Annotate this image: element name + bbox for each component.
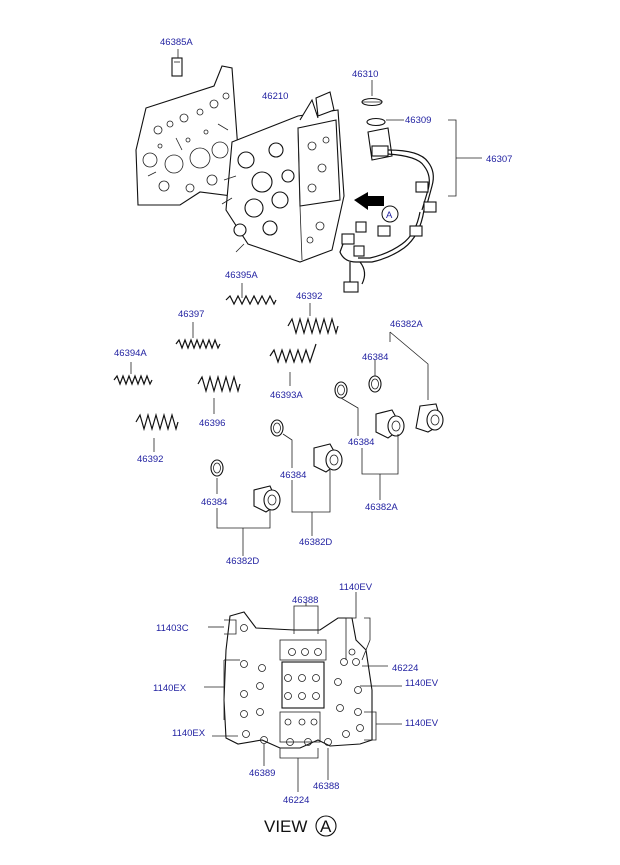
label-1140EV-mid: 1140EV bbox=[405, 678, 439, 689]
label-46309: 46309 bbox=[405, 115, 431, 126]
spring-46396 bbox=[197, 374, 241, 394]
label-46392-top: 46392 bbox=[296, 291, 322, 302]
label-46396: 46396 bbox=[199, 418, 225, 429]
label-46310: 46310 bbox=[352, 69, 378, 80]
label-46384-r2: 46384 bbox=[348, 437, 374, 448]
o-ring-part bbox=[366, 117, 386, 127]
view-a-bolt-holes bbox=[240, 624, 364, 746]
spring-46397 bbox=[175, 338, 221, 350]
piston-46382A-lower bbox=[375, 409, 405, 439]
view-caption-circle bbox=[315, 815, 337, 837]
label-46382D-mid: 46382D bbox=[299, 537, 332, 548]
piston-46382D-mid bbox=[313, 443, 343, 473]
label-46382D-left: 46382D bbox=[226, 556, 259, 567]
o-ring-46384-c bbox=[270, 419, 284, 437]
spring-46392-upper bbox=[287, 316, 339, 336]
separator-plate-gasket bbox=[135, 65, 239, 206]
label-46393A: 46393A bbox=[270, 390, 303, 401]
label-46307: 46307 bbox=[486, 154, 512, 165]
label-46385A: 46385A bbox=[160, 37, 193, 48]
view-a-caption: VIEW A bbox=[264, 815, 337, 837]
part-labels: 46385A 46210 46310 46309 46307 46395A 46… bbox=[114, 37, 512, 806]
spring-46394A bbox=[113, 374, 153, 386]
spring-46395A bbox=[225, 294, 277, 306]
view-a-center-block bbox=[279, 639, 327, 743]
o-ring-46384-a bbox=[368, 375, 382, 393]
label-46382A-top: 46382A bbox=[390, 319, 423, 330]
label-46384-left: 46384 bbox=[201, 497, 227, 508]
piston-46382D-left bbox=[253, 485, 281, 513]
label-46395A: 46395A bbox=[225, 270, 258, 281]
label-46392-bot: 46392 bbox=[137, 454, 163, 465]
o-ring-46384-d bbox=[210, 459, 224, 477]
label-1140EV-bot: 1140EV bbox=[405, 718, 439, 729]
label-46210: 46210 bbox=[262, 91, 288, 102]
label-46384-mid: 46384 bbox=[280, 470, 306, 481]
label-1140EV-top: 1140EV bbox=[339, 582, 373, 593]
piston-46382A-upper bbox=[415, 403, 444, 433]
view-caption-letter: A bbox=[320, 817, 332, 836]
gasket-clip-part bbox=[171, 57, 183, 77]
retainer-clip-part bbox=[361, 97, 383, 107]
label-46224-right: 46224 bbox=[392, 663, 418, 674]
label-1140EX-2: 1140EX bbox=[172, 728, 206, 739]
wiring-harness-part bbox=[339, 127, 437, 293]
label-46389: 46389 bbox=[249, 768, 275, 779]
label-46382A-bot: 46382A bbox=[365, 502, 398, 513]
label-46397: 46397 bbox=[178, 309, 204, 320]
label-1140EX-1: 1140EX bbox=[153, 683, 187, 694]
valve-body-assembly bbox=[221, 91, 345, 263]
spring-46393A bbox=[269, 343, 317, 364]
label-46384-r1: 46384 bbox=[362, 352, 388, 363]
view-a-direction-arrow bbox=[354, 192, 399, 223]
label-46388-bot: 46388 bbox=[313, 781, 339, 792]
callout-a-letter: A bbox=[386, 210, 393, 221]
label-46224-bot: 46224 bbox=[283, 795, 309, 806]
label-46394A: 46394A bbox=[114, 348, 147, 359]
label-11403C: 11403C bbox=[156, 623, 189, 634]
view-caption-text: VIEW bbox=[264, 817, 307, 836]
label-46388-top: 46388 bbox=[292, 595, 318, 606]
spring-46392-lower bbox=[135, 412, 179, 432]
o-ring-46384-b bbox=[334, 381, 348, 399]
